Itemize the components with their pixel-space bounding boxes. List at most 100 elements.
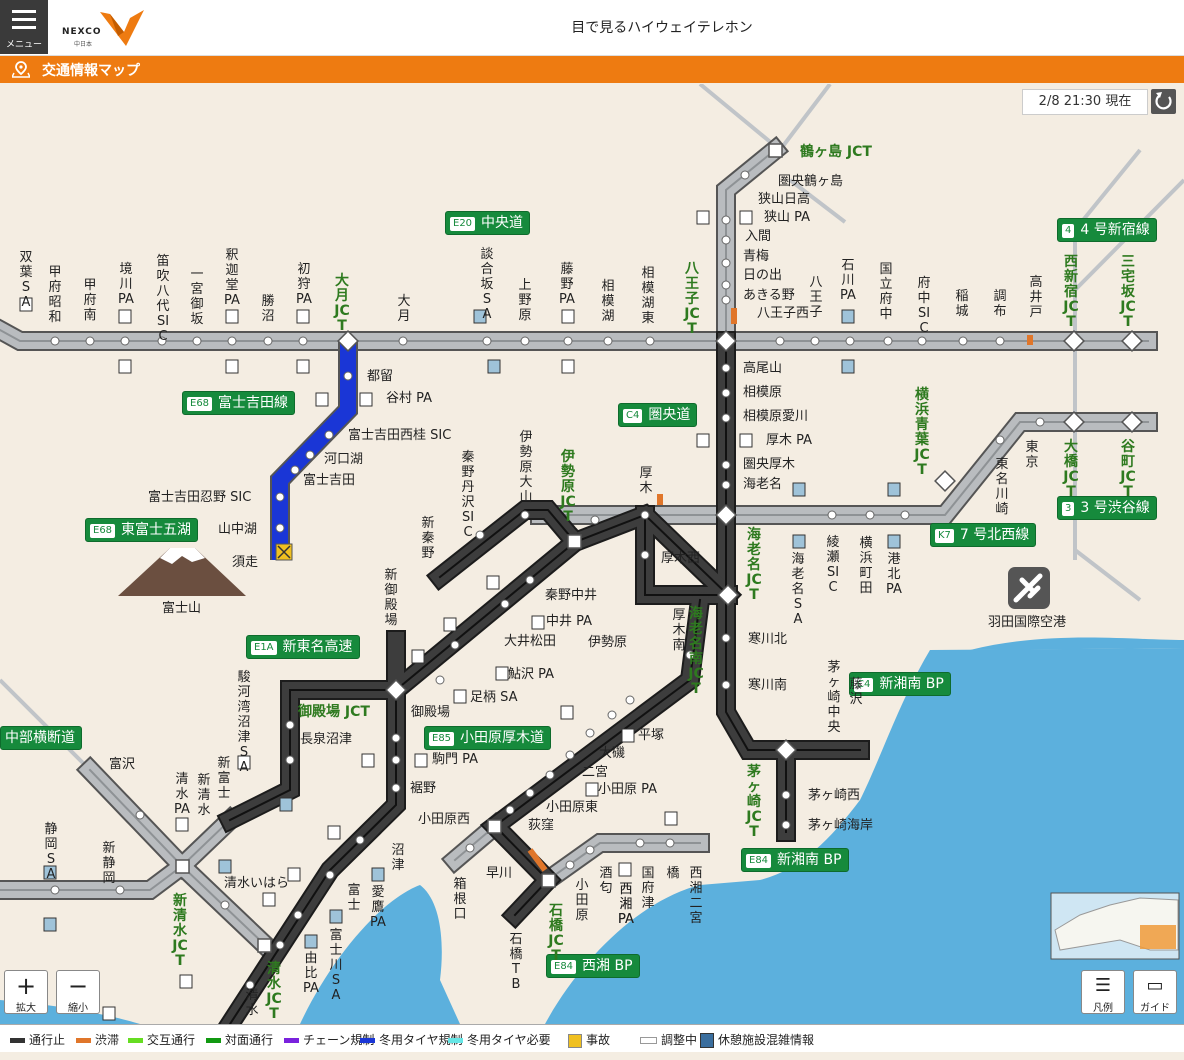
place-label: 中井 PA bbox=[546, 614, 593, 629]
route-name: 3 号渋谷線 bbox=[1080, 500, 1150, 516]
place-label: 新御殿場 bbox=[384, 568, 398, 628]
legend-bar: 通行止渋滞交互通行対面通行チェーン規制冬用タイヤ規制冬用タイヤ必要事故調整中休憩… bbox=[0, 1024, 1184, 1052]
place-label: 小田原 bbox=[575, 878, 589, 923]
zoom-in-button[interactable]: +拡大 bbox=[4, 970, 48, 1014]
route-code: E84 bbox=[746, 854, 772, 868]
jct-label: 石橋JCT bbox=[548, 903, 564, 964]
jct-nodes[interactable] bbox=[175, 143, 1143, 953]
route-name: 新湘南 BP bbox=[879, 676, 944, 692]
place-label: 富沢 bbox=[109, 757, 136, 772]
legend-label: 冬用タイヤ必要 bbox=[467, 1033, 551, 1047]
place-label: 甲府昭和 bbox=[48, 265, 62, 325]
place-label: 大磯 bbox=[599, 746, 626, 761]
place-label: 一宮御坂 bbox=[190, 267, 204, 327]
route-name: 新東名高速 bbox=[282, 639, 353, 655]
legend-swatch bbox=[206, 1038, 221, 1043]
place-label: 谷村 PA bbox=[386, 391, 433, 406]
route-badge[interactable]: C4 新湘南 BP bbox=[849, 672, 951, 696]
legend-item: 調整中 bbox=[640, 1031, 697, 1048]
legend-swatch bbox=[284, 1038, 299, 1043]
route-badge[interactable]: 中部横断道 bbox=[0, 726, 82, 750]
legend-swatch bbox=[568, 1033, 582, 1048]
route-code: C4 bbox=[854, 678, 874, 692]
place-label: 日の出 bbox=[743, 268, 783, 283]
legend-label: 通行止 bbox=[29, 1033, 66, 1047]
route-badge[interactable]: E1A 新東名高速 bbox=[246, 635, 360, 659]
place-label: 羽田国際空港 bbox=[988, 615, 1067, 630]
jct-label: 伊勢原JCT bbox=[560, 449, 576, 525]
place-label: 厚木 bbox=[639, 466, 653, 496]
place-label: 厚木 PA bbox=[766, 433, 813, 448]
place-label: 西湘PA bbox=[618, 882, 634, 927]
legend-button[interactable]: ☰凡例 bbox=[1081, 970, 1125, 1014]
place-label: 相模湖東 bbox=[641, 266, 655, 326]
place-label: 大月 bbox=[397, 294, 411, 324]
route-badge[interactable]: E68 富士吉田線 bbox=[182, 391, 296, 415]
refresh-button[interactable] bbox=[1151, 89, 1176, 114]
route-name: 東富士五湖 bbox=[121, 522, 192, 538]
place-label: 小田原 PA bbox=[598, 782, 658, 797]
place-label: 国府津 bbox=[641, 866, 655, 911]
place-label: 石川PA bbox=[840, 258, 856, 303]
place-label: 二宮 bbox=[582, 765, 609, 780]
place-label: あきる野 bbox=[743, 288, 795, 303]
legend-swatch bbox=[640, 1037, 657, 1044]
route-name: 中央道 bbox=[481, 215, 524, 231]
place-label: 東京 bbox=[1025, 440, 1039, 470]
route-code: E1A bbox=[251, 641, 277, 655]
route-name: 圏央道 bbox=[648, 407, 691, 423]
traffic-map[interactable] bbox=[0, 84, 1184, 1024]
place-label: 箱根口 bbox=[453, 877, 467, 922]
legend-item: 通行止 bbox=[10, 1031, 65, 1048]
route-name: 富士吉田線 bbox=[218, 395, 289, 411]
route-code: E68 bbox=[187, 397, 213, 411]
place-label: 河口湖 bbox=[324, 452, 364, 467]
place-label: 釈迦堂PA bbox=[224, 248, 240, 308]
route-name: 新湘南 BP bbox=[777, 852, 842, 868]
place-label: 大井松田 bbox=[504, 634, 557, 649]
place-label: 新静岡 bbox=[102, 841, 116, 886]
place-label: 長泉沼津 bbox=[300, 732, 353, 747]
overview-minimap[interactable] bbox=[1050, 892, 1180, 960]
place-label: 甲府南 bbox=[83, 278, 97, 323]
place-label: 茅ヶ崎中央 bbox=[827, 660, 841, 735]
place-label: 山中湖 bbox=[218, 522, 258, 537]
jct-label: 西新宿JCT bbox=[1063, 254, 1079, 330]
logo-subtext: 中日本 bbox=[74, 41, 93, 48]
logo-text: NEXCO bbox=[62, 27, 102, 37]
legend-item: 冬用タイヤ必要 bbox=[448, 1031, 551, 1048]
jct-label: 三宅坂JCT bbox=[1120, 254, 1136, 330]
place-label: 茅ヶ崎海岸 bbox=[808, 818, 874, 833]
legend-label: 休憩施設混雑情報 bbox=[718, 1033, 815, 1047]
place-label: 寒川北 bbox=[748, 632, 788, 647]
legend-swatch bbox=[10, 1038, 25, 1043]
place-label: 小田原西 bbox=[418, 812, 471, 827]
legend-item: 対面通行 bbox=[206, 1031, 273, 1048]
road-nodes bbox=[50, 170, 1045, 990]
map-pin-icon bbox=[12, 61, 30, 78]
legend-label: 渋滞 bbox=[95, 1033, 120, 1047]
guide-button[interactable]: ▭ガイド bbox=[1133, 970, 1177, 1014]
legend-swatch bbox=[76, 1038, 91, 1043]
place-label: 須走 bbox=[232, 555, 259, 570]
zoom-out-button[interactable]: −縮小 bbox=[56, 970, 100, 1014]
place-label: 清水 bbox=[245, 988, 259, 1018]
place-label: 富士吉田 bbox=[303, 473, 356, 488]
menu-button[interactable]: メニュー bbox=[0, 0, 48, 54]
refresh-icon bbox=[1155, 92, 1172, 110]
legend-label: 冬用タイヤ規制 bbox=[379, 1033, 463, 1047]
jct-label: 海老名JCT bbox=[746, 527, 762, 603]
place-label: 国立府中 bbox=[879, 262, 893, 322]
route-badge[interactable]: E84 新湘南 BP bbox=[741, 848, 849, 872]
place-label: 秦野中井 bbox=[545, 588, 598, 603]
legend-label: チェーン規制 bbox=[303, 1033, 375, 1047]
parking-icons[interactable] bbox=[19, 210, 901, 1021]
